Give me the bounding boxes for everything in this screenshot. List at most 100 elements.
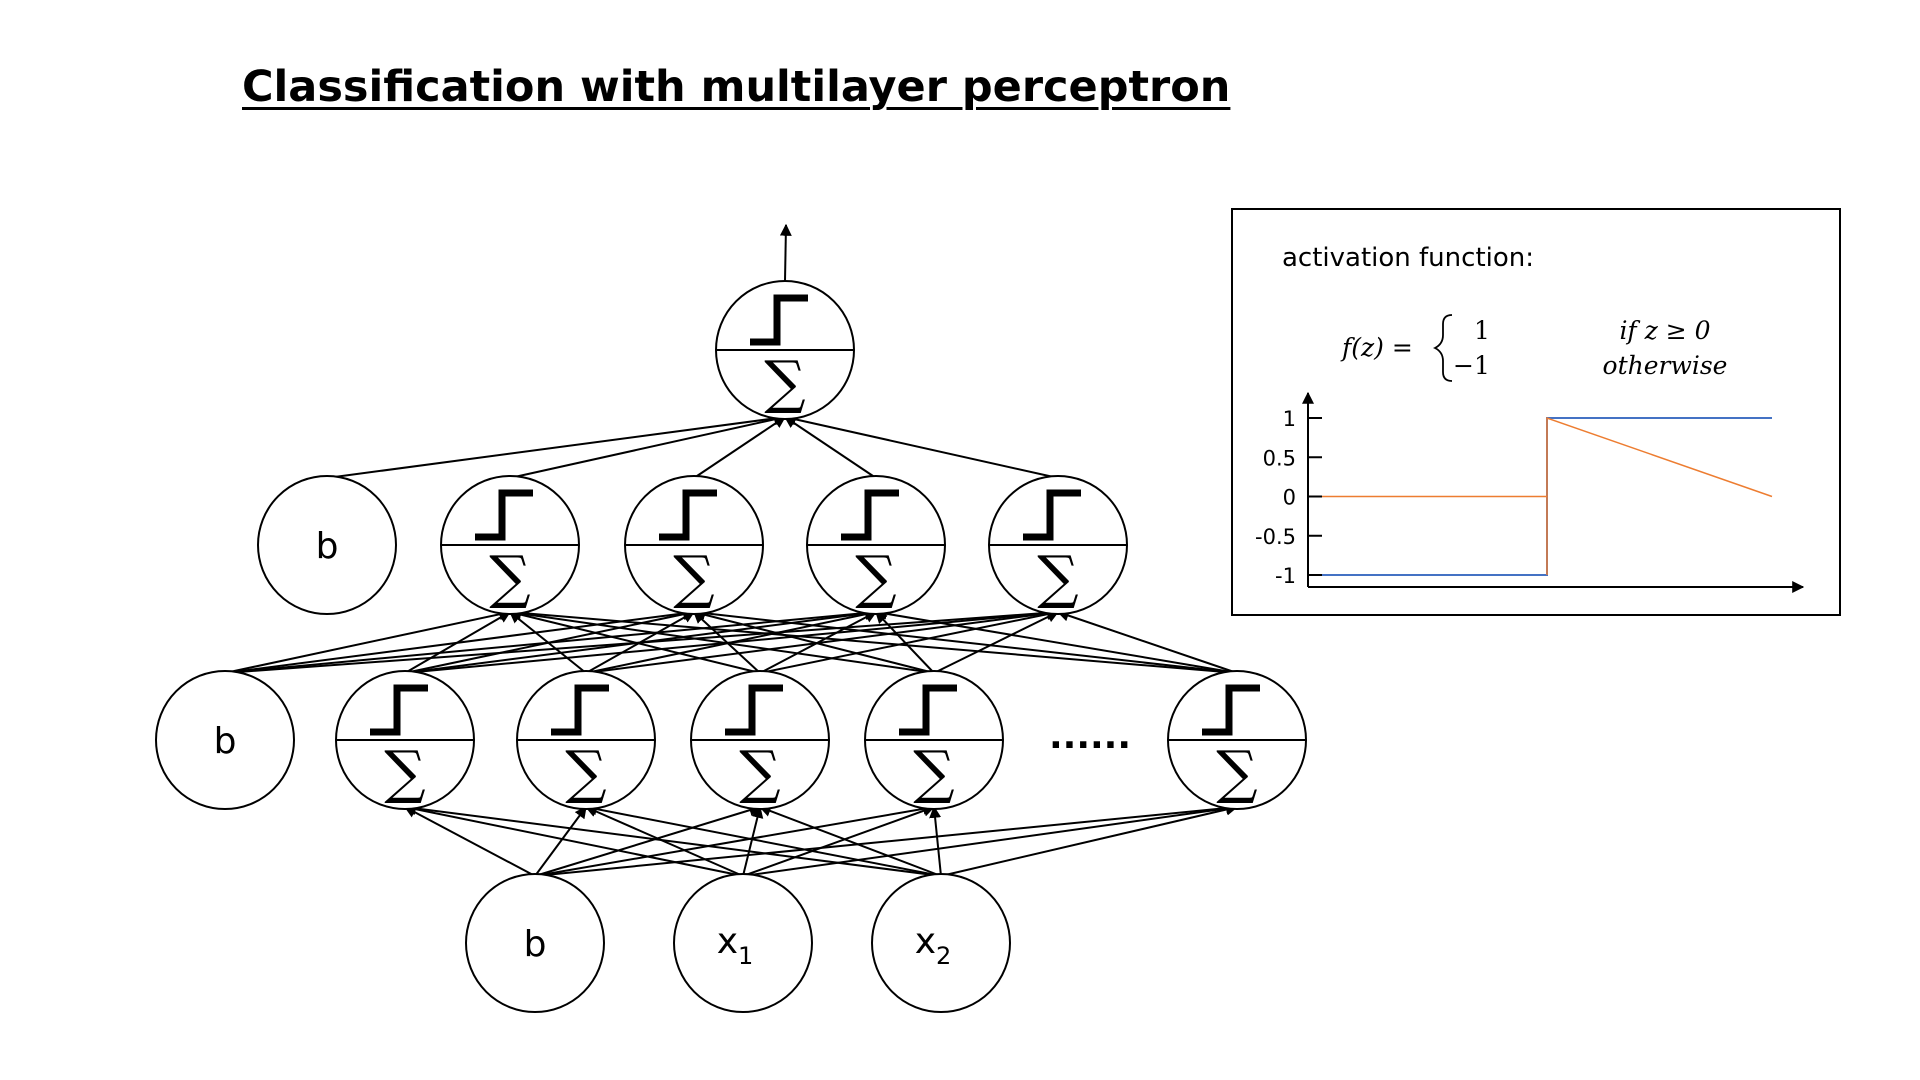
edge-hidden2-to-output	[783, 413, 1059, 479]
sigma-symbol: ∑	[764, 348, 805, 416]
edge-input-to-hidden1	[403, 806, 536, 877]
edge-hidden2-to-output	[326, 412, 787, 479]
ellipsis-label: ......	[1049, 716, 1131, 757]
node-circle	[465, 873, 605, 1013]
network-nodes: ∑ b ∑ ∑ ∑ ∑ b ∑ ∑ ∑ ∑ ∑ b x1 x2......	[155, 280, 1307, 1013]
step-function-icon	[1023, 489, 1081, 541]
edge-input-to-hidden1	[940, 803, 1239, 877]
formula-case1-condition: if z ≥ 0	[1619, 316, 1710, 345]
formula-case2-condition: otherwise	[1603, 351, 1728, 380]
edge-hidden1-to-hidden2	[585, 608, 878, 674]
hidden2-neuron: ∑	[440, 475, 580, 615]
edge-hidden2-to-output	[509, 413, 787, 479]
edge-hidden1-to-hidden2	[404, 611, 512, 674]
hidden1-neuron: ∑	[516, 670, 656, 810]
formula-case2-value: −1	[1453, 351, 1490, 380]
edge-hidden1-to-hidden2	[874, 607, 1238, 674]
hidden1-neuron: ∑	[864, 670, 1004, 810]
edge-input-to-hidden1	[534, 804, 762, 877]
edge-hidden1-to-hidden2	[933, 611, 1060, 674]
node-circle	[155, 670, 295, 810]
hidden2-neuron: ∑	[988, 475, 1128, 615]
step-function-icon	[750, 294, 808, 346]
edge-hidden1-to-hidden2	[508, 608, 761, 674]
edge-hidden1-to-hidden2	[692, 607, 1238, 674]
sigma-symbol: ∑	[673, 543, 714, 611]
edge-input-to-hidden1	[758, 805, 942, 877]
edge-input-to-hidden1	[742, 805, 936, 877]
input-bias-node: b	[465, 873, 605, 1013]
network-edges	[224, 223, 1239, 877]
edge-input-to-hidden1	[929, 805, 942, 877]
sigma-symbol: ∑	[913, 738, 954, 806]
activation-panel-box	[1231, 208, 1841, 616]
edge-input-to-hidden1	[403, 802, 942, 877]
step-function-icon	[1202, 684, 1260, 736]
y-tick-label: -1	[1275, 564, 1296, 588]
edge-input-to-hidden1	[403, 803, 744, 877]
node-circle	[871, 873, 1011, 1013]
hidden2-neuron: ∑	[806, 475, 946, 615]
activation-panel: activation function: f(z) = 1 −1 if z ≥ 0 oth…	[1231, 208, 1841, 616]
edge-hidden1-to-hidden2	[759, 608, 1060, 674]
edge-hidden1-to-hidden2	[509, 611, 587, 674]
step-function-icon	[899, 684, 957, 736]
sigma-symbol: ∑	[855, 543, 896, 611]
step-function-icon	[475, 489, 533, 541]
sigma-symbol: ∑	[739, 738, 780, 806]
y-tick-label: 0.5	[1263, 446, 1296, 470]
input-label: x2	[915, 921, 952, 970]
input-subscript: 1	[738, 942, 753, 970]
sigma-symbol: ∑	[565, 738, 606, 806]
output-neuron: ∑	[715, 280, 855, 420]
hidden1-bias-node: b	[155, 670, 295, 810]
edge-hidden1-to-hidden2	[508, 606, 1238, 674]
node-circle	[673, 873, 813, 1013]
bias-label: b	[214, 721, 237, 762]
input-subscript: 2	[936, 942, 951, 970]
edge-hidden1-to-hidden2	[585, 607, 1060, 674]
formula-case1-value: 1	[1474, 316, 1490, 345]
step-function-icon	[370, 684, 428, 736]
y-tick-label: -0.5	[1255, 525, 1296, 549]
sigma-symbol: ∑	[489, 543, 530, 611]
hidden1-neuron: ∑	[690, 670, 830, 810]
output-arrow	[779, 223, 792, 282]
formula-lhs: f(z) =	[1340, 333, 1413, 362]
edge-input-to-hidden1	[534, 802, 936, 877]
bias-label: b	[524, 924, 547, 965]
edge-hidden1-to-hidden2	[1056, 609, 1238, 674]
sigma-symbol: ∑	[384, 738, 425, 806]
edge-hidden1-to-hidden2	[875, 611, 935, 674]
y-tick-label: 0	[1283, 486, 1296, 510]
edge-input-to-hidden1	[534, 802, 1239, 877]
edge-hidden2-to-output	[784, 416, 877, 479]
step-function-icon	[725, 684, 783, 736]
formula-brace	[1432, 314, 1453, 382]
step-function-icon	[841, 489, 899, 541]
edge-input-to-hidden1	[584, 805, 744, 877]
y-tick-label: 1	[1283, 407, 1296, 431]
input-x2-node: x2	[871, 873, 1011, 1013]
node-circle	[257, 475, 397, 615]
edge-input-to-hidden1	[584, 803, 942, 877]
edge-hidden1-to-hidden2	[508, 607, 935, 674]
edge-hidden2-to-output	[693, 416, 786, 479]
step-function-icon	[551, 684, 609, 736]
slide-title: Classification with multilayer perceptro…	[242, 62, 1231, 112]
edge-hidden1-to-hidden2	[224, 607, 696, 674]
sigma-symbol: ∑	[1037, 543, 1078, 611]
bias-label: b	[316, 526, 339, 567]
hidden2-bias-node: b	[257, 475, 397, 615]
hidden2-neuron: ∑	[624, 475, 764, 615]
hidden1-neuron: ∑	[1167, 670, 1307, 810]
edge-input-to-hidden1	[742, 802, 1239, 877]
input-x1-node: x1	[673, 873, 813, 1013]
edge-hidden1-to-hidden2	[692, 608, 935, 674]
edge-hidden1-to-hidden2	[585, 611, 696, 674]
hidden1-neuron: ∑	[335, 670, 475, 810]
series-2-line	[1322, 416, 1773, 575]
activation-label: activation function:	[1282, 243, 1534, 273]
step-function-icon	[659, 489, 717, 541]
